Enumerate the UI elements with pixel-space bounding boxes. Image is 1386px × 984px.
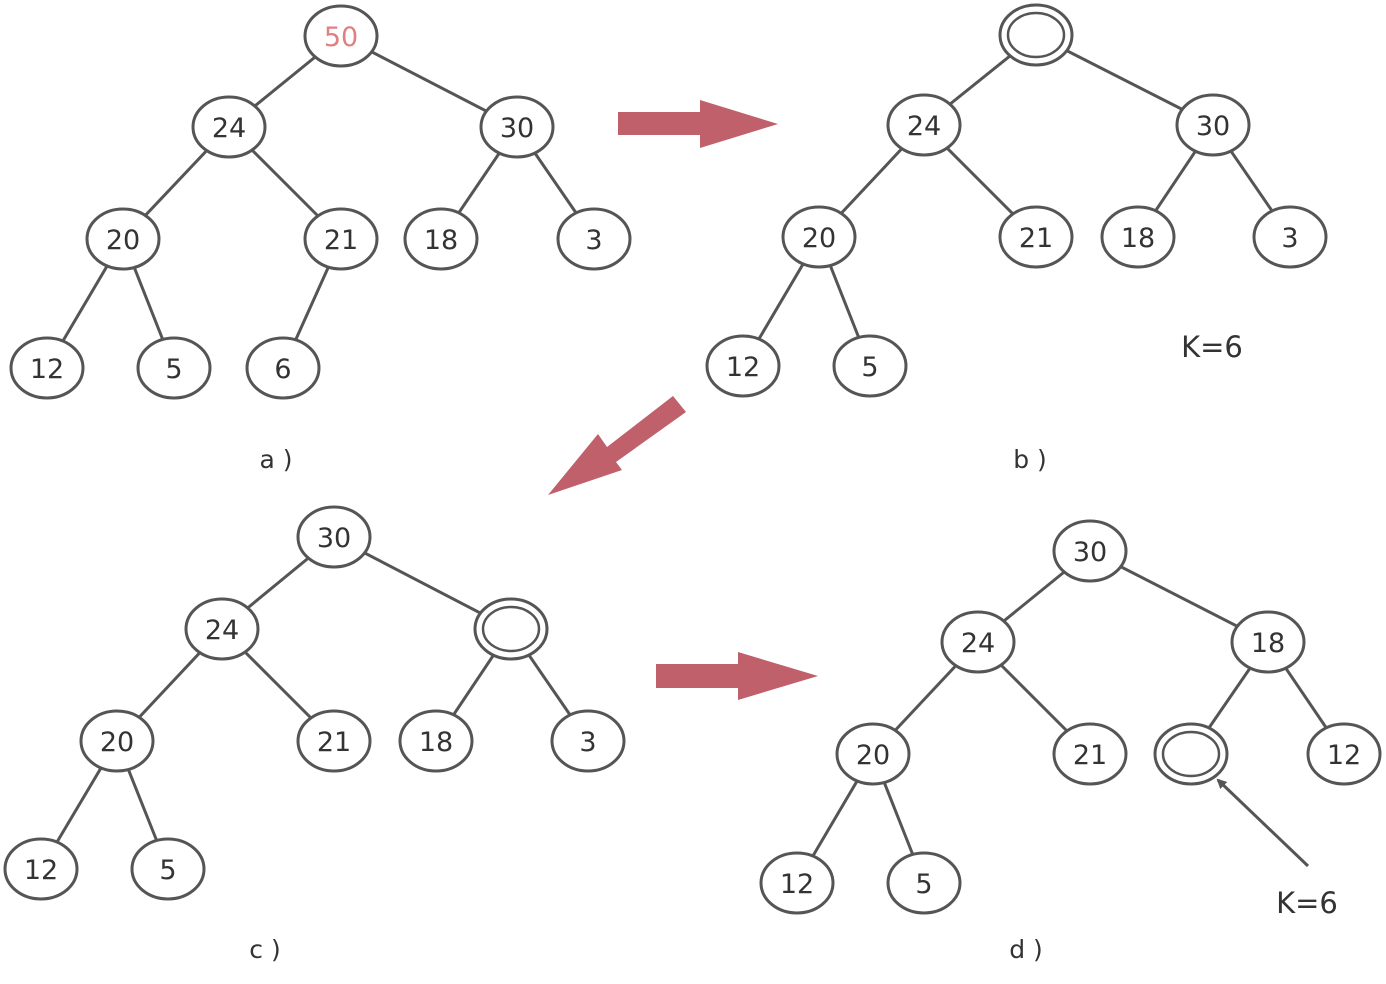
tree-node: 18 [403, 207, 479, 271]
tree-node: 30 [1175, 93, 1251, 157]
panel-caption: c ) [249, 935, 280, 964]
node-label: 21 [1073, 740, 1107, 771]
node-label: 20 [802, 223, 836, 254]
panel-a: 50 24 30 20 21 18 3 12 [9, 4, 632, 474]
node-label: 18 [1251, 628, 1285, 659]
node-label: 6 [274, 354, 291, 385]
right-arrow [656, 652, 818, 700]
node-label: 12 [30, 354, 64, 385]
tree-node: 24 [940, 610, 1016, 674]
tree-node: 20 [79, 709, 155, 773]
node-label: 24 [907, 111, 941, 142]
node-label: 20 [106, 225, 140, 256]
tree-node: 30 [1052, 519, 1128, 583]
node-label: 21 [317, 727, 351, 758]
tree-node: 18 [1100, 205, 1176, 269]
node-label: 18 [419, 727, 453, 758]
node-label: 20 [100, 727, 134, 758]
tree-node: 5 [832, 334, 908, 398]
tree-node: 30 [296, 505, 372, 569]
diagonal-arrow [548, 396, 686, 495]
node-label: 21 [324, 225, 358, 256]
tree-node: 50 [303, 4, 379, 68]
right-arrow [618, 100, 778, 148]
pointer-arrow [1216, 778, 1310, 868]
tree-node: 30 [479, 95, 555, 159]
node-label: 24 [212, 113, 246, 144]
tree-node: 21 [296, 709, 372, 773]
empty-slot-node [473, 597, 549, 661]
node-label: 20 [856, 740, 890, 771]
panel-caption: b ) [1013, 445, 1047, 474]
tree-node: 12 [1306, 722, 1382, 786]
node-label: 18 [424, 225, 458, 256]
node-label: 3 [1281, 223, 1298, 254]
tree-node: 12 [3, 837, 79, 901]
tree-node: 5 [130, 837, 206, 901]
tree-node: 18 [1230, 610, 1306, 674]
node-label: 12 [726, 352, 760, 383]
node-label: 50 [324, 22, 358, 53]
tree-node: 3 [550, 709, 626, 773]
k-value-label: K=6 [1276, 886, 1338, 920]
tree-node: 12 [759, 851, 835, 915]
tree-node: 12 [9, 336, 85, 400]
node-label: 24 [205, 615, 239, 646]
tree-node: 12 [705, 334, 781, 398]
panel-b: 24 30 20 21 18 3 12 5 K=6 [705, 3, 1328, 474]
node-label: 3 [585, 225, 602, 256]
node-label: 3 [579, 727, 596, 758]
node-label: 5 [861, 352, 878, 383]
node-label: 30 [317, 523, 351, 554]
node-label: 5 [159, 855, 176, 886]
tree-node: 6 [245, 336, 321, 400]
tree-node: 21 [998, 205, 1074, 269]
node-label: 12 [1327, 740, 1361, 771]
panel-caption: a ) [259, 445, 292, 474]
node-label: 30 [1196, 111, 1230, 142]
node-label: 5 [915, 869, 932, 900]
panel-caption: d ) [1009, 935, 1043, 964]
panel-c: 30 24 20 21 18 3 12 [3, 505, 626, 964]
tree-node: 24 [184, 597, 260, 661]
node-label: 30 [500, 113, 534, 144]
tree-node: 21 [1052, 722, 1128, 786]
empty-slot-node [1153, 722, 1229, 786]
tree-node: 21 [303, 207, 379, 271]
node-label: 12 [780, 869, 814, 900]
node-label: 21 [1019, 223, 1053, 254]
tree-node: 5 [136, 336, 212, 400]
tree-node: 3 [556, 207, 632, 271]
k-value-label: K=6 [1181, 330, 1243, 364]
node-label: 12 [24, 855, 58, 886]
tree-node: 5 [886, 851, 962, 915]
tree-node: 18 [398, 709, 474, 773]
tree-node: 24 [191, 95, 267, 159]
node-label: 18 [1121, 223, 1155, 254]
node-label: 24 [961, 628, 995, 659]
tree-node: 24 [886, 93, 962, 157]
tree-node: 3 [1252, 205, 1328, 269]
tree-node: 20 [835, 722, 911, 786]
empty-slot-node [998, 3, 1074, 67]
node-label: 5 [165, 354, 182, 385]
tree-node: 20 [781, 205, 857, 269]
tree-node: 20 [85, 207, 161, 271]
panel-d: 30 24 18 20 21 12 12 [759, 519, 1382, 964]
node-label: 30 [1073, 537, 1107, 568]
